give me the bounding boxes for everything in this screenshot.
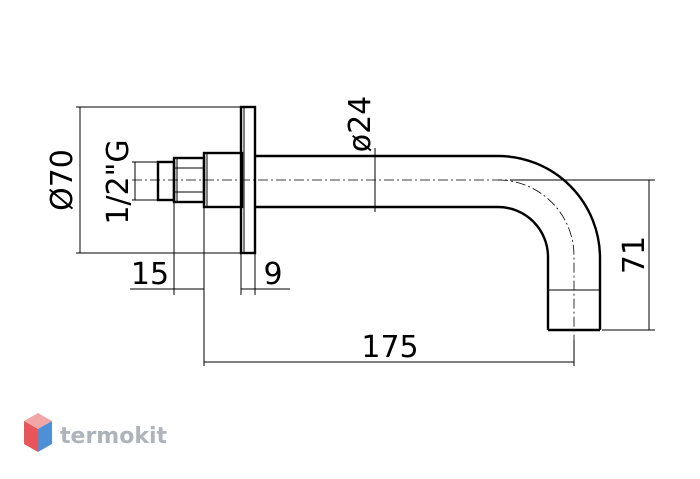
thread-length-label: 15 (131, 257, 169, 292)
thread-end (156, 160, 176, 202)
dim-thread: 1/2"G (101, 139, 157, 225)
dim-total-length: 175 (204, 330, 575, 366)
total-length-label: 175 (361, 330, 418, 365)
flange-diameter-label: Ø70 (45, 149, 80, 211)
brand-watermark: termokit (24, 413, 167, 452)
center-line-bend (497, 179, 575, 345)
dim-flange-thickness: 9 (240, 253, 290, 295)
dim-thread-length: 15 (130, 202, 205, 366)
termokit-logo-icon (24, 413, 52, 452)
flange-thickness-label: 9 (263, 257, 282, 292)
spout-part (132, 105, 602, 345)
spout-diameter-label: ø24 (343, 96, 378, 153)
dim-flange-diameter: Ø70 (45, 106, 240, 254)
height-label: 71 (617, 236, 652, 274)
dim-spout-diameter: ø24 (343, 96, 378, 212)
brand-name: termokit (60, 424, 167, 449)
dim-height: 71 (510, 179, 655, 331)
thread-label: 1/2"G (101, 139, 136, 224)
spout-tube (255, 154, 602, 330)
